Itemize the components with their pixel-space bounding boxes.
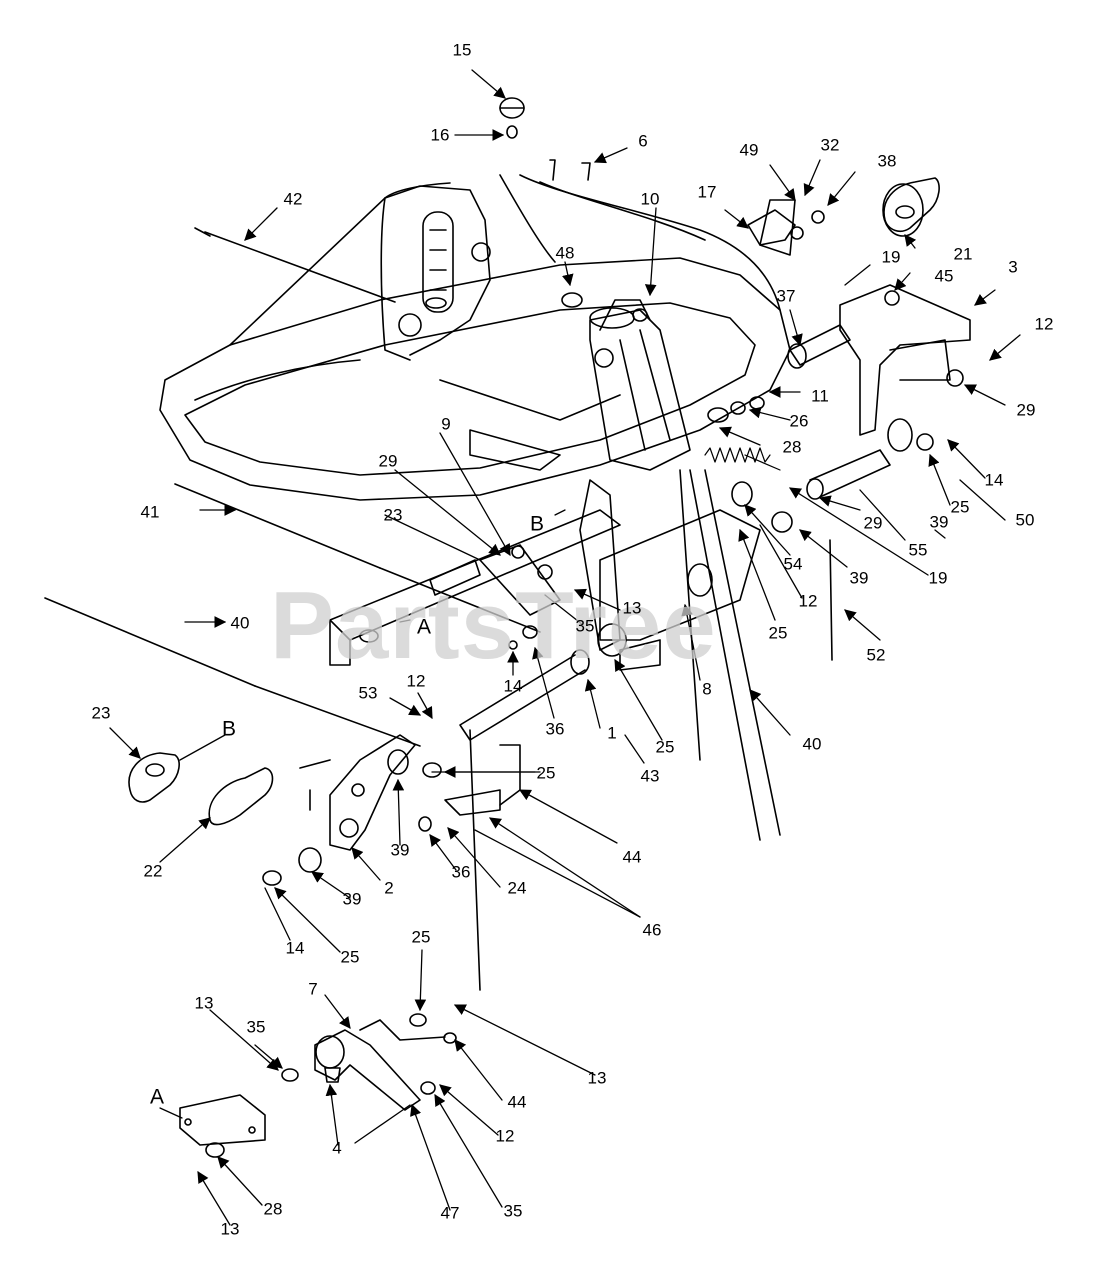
callout-31: 32 (820, 135, 840, 155)
callout-24: 24 (507, 878, 527, 898)
callout-43: 43 (640, 766, 660, 786)
callout-42: 42 (283, 189, 303, 209)
callout-38-left-b: 39 (342, 889, 362, 909)
callout-32-bottom: 35 (503, 1201, 523, 1221)
callout-13-bottom: 13 (220, 1219, 240, 1239)
callout-19-top: 19 (881, 247, 901, 267)
callout-38-right: 39 (929, 512, 949, 532)
ref-letter-b-upper: B (529, 512, 545, 536)
callout-6: 6 (638, 131, 648, 151)
callout-40: 40 (230, 613, 250, 633)
callout-17: 17 (697, 182, 717, 202)
callout-11: 11 (811, 386, 829, 406)
callout-25: 25 (411, 927, 431, 947)
callout-29-left: 29 (378, 451, 398, 471)
ref-letter-a-lower: A (149, 1085, 165, 1109)
callout-23-mid: 23 (383, 505, 403, 525)
callout-2: 2 (384, 878, 394, 898)
callout-12-right: 12 (1034, 314, 1054, 334)
callout-51: 50 (1015, 510, 1035, 530)
callout-34: 36 (545, 719, 565, 739)
callout-46: 45 (934, 266, 954, 286)
callout-9: 9 (441, 414, 451, 434)
callout-27-mid: 25 (768, 623, 788, 643)
callout-12-bottom: 12 (495, 1126, 515, 1146)
handles (128, 177, 940, 826)
callout-27-right: 25 (950, 497, 970, 517)
callout-32-mid: 35 (575, 616, 595, 636)
callout-52: 52 (866, 645, 886, 665)
bottom-assembly (179, 1013, 457, 1158)
callout-14-left: 14 (285, 938, 305, 958)
callout-39: 40 (802, 734, 822, 754)
callout-14-mid: 14 (503, 676, 523, 696)
callout-8: 8 (702, 679, 712, 699)
callout-19-bottom: 19 (928, 568, 948, 588)
ref-letter-a-upper: A (416, 615, 432, 639)
callout-36: 37 (776, 286, 796, 306)
callout-47: 46 (642, 920, 662, 940)
cables (44, 227, 833, 991)
callout-32-bottom-left: 35 (246, 1017, 266, 1037)
callout-54: 54 (783, 554, 803, 574)
small-parts (499, 97, 964, 650)
callout-26: 26 (789, 411, 809, 431)
left-lever-assembly (262, 734, 501, 886)
callout-13-bottom-right: 13 (587, 1068, 607, 1088)
callout-10: 10 (640, 189, 660, 209)
dash-frame (159, 174, 791, 501)
callout-45: 44 (622, 847, 642, 867)
callout-3: 3 (1008, 257, 1018, 277)
callout-29-mid: 29 (863, 513, 883, 533)
callout-22: 22 (143, 861, 163, 881)
callout-48: 47 (440, 1203, 460, 1223)
callout-12-left: 12 (406, 671, 426, 691)
leader-lines (109, 69, 1021, 1226)
callout-55: 55 (908, 540, 928, 560)
callout-12-mid: 12 (798, 591, 818, 611)
springs (704, 447, 781, 471)
callout-50: 49 (739, 140, 759, 160)
callout-1: 1 (607, 723, 617, 743)
callout-16: 16 (430, 125, 450, 145)
callout-38-mid: 39 (849, 568, 869, 588)
callout-38-left-a: 39 (390, 840, 410, 860)
callout-27-center: 25 (655, 737, 675, 757)
callout-53: 53 (358, 683, 378, 703)
callout-27-left-mid: 25 (536, 763, 556, 783)
callout-4: 4 (332, 1138, 342, 1158)
callout-27-left: 25 (340, 947, 360, 967)
callout-13-mid: 13 (622, 598, 642, 618)
callout-28-bottom: 28 (263, 1199, 283, 1219)
callout-35: 36 (451, 862, 471, 882)
callout-41: 41 (140, 502, 160, 522)
steering-column (589, 299, 691, 471)
callout-29-right: 29 (1016, 400, 1036, 420)
callout-44: 44 (507, 1092, 527, 1112)
callout-15: 15 (452, 40, 472, 60)
ref-letter-b-lower: B (221, 717, 237, 741)
callout-13-bottom-left: 13 (194, 993, 214, 1013)
callout-49: 48 (555, 243, 575, 263)
callout-37: 38 (877, 151, 897, 171)
callout-14-right: 14 (984, 470, 1004, 490)
shafts (459, 449, 891, 806)
callout-21: 21 (953, 244, 973, 264)
callout-28-right: 28 (782, 437, 802, 457)
callout-23-left: 23 (91, 703, 111, 723)
callout-7: 7 (308, 979, 318, 999)
